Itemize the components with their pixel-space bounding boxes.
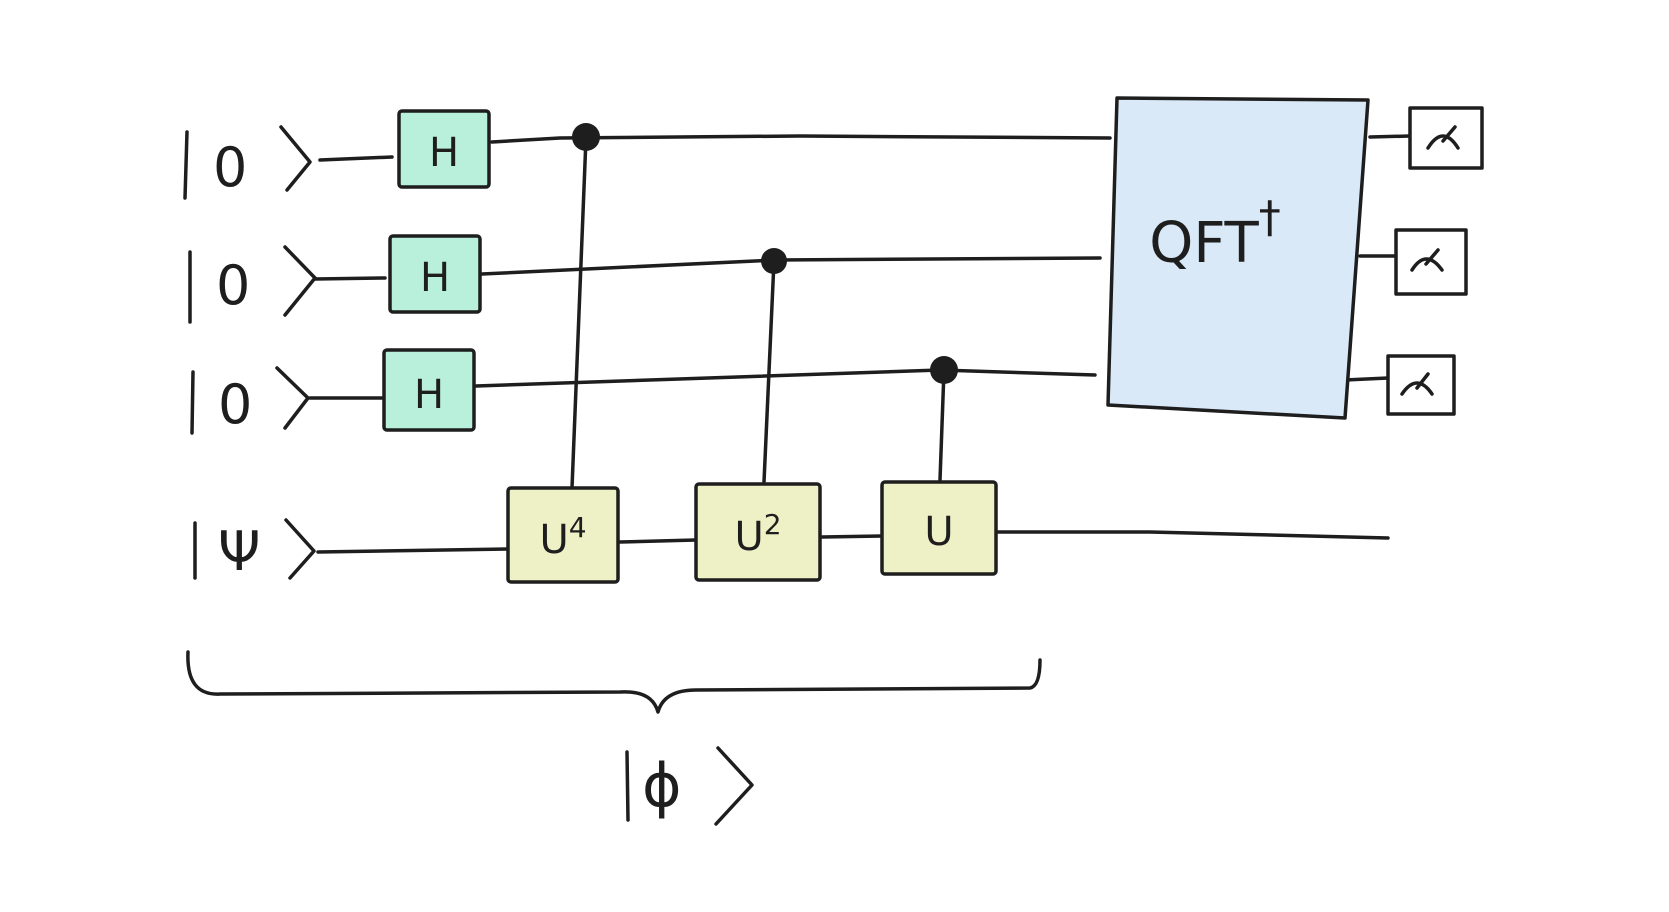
gate-label: U4	[539, 511, 586, 563]
qubit-wire-1-input-segment	[318, 155, 394, 162]
gate-box	[880, 480, 998, 576]
target-wire-segment-a	[316, 547, 510, 554]
ket-symbol: 0	[218, 373, 252, 436]
gate-box	[382, 348, 476, 432]
control-connection-2	[761, 248, 787, 484]
input-ket-2: 0	[188, 245, 317, 324]
ket-angle	[284, 518, 316, 580]
qft-dagger: †	[1259, 192, 1281, 243]
gate-box	[397, 109, 491, 189]
meter-icon	[1426, 125, 1460, 150]
qft-box	[1106, 96, 1370, 420]
gate-base: U	[924, 509, 953, 555]
input-ket-4: Ψ	[193, 518, 316, 583]
control-dot	[761, 248, 787, 274]
control-line	[762, 259, 776, 484]
ket-angle	[714, 746, 754, 826]
control-dot	[930, 356, 958, 384]
brace	[186, 650, 1042, 714]
gate-base: U	[734, 514, 763, 560]
gate-box	[694, 482, 822, 582]
gate-box	[506, 486, 620, 584]
controlled-unitary-gate-3: U	[880, 480, 998, 576]
inverse-qft-block: QFT†	[1106, 96, 1370, 420]
input-ket-1: 0	[183, 125, 312, 200]
meter-icon	[1410, 248, 1444, 272]
gate-label: H	[414, 372, 444, 418]
phi-state-label: ϕ	[625, 746, 754, 826]
hadamard-gate-1: H	[397, 109, 491, 189]
measurement-2	[1394, 228, 1468, 296]
controlled-unitary-gate-1: U4	[506, 486, 620, 584]
gate-label: H	[420, 255, 450, 301]
ket-symbol: 0	[213, 136, 247, 199]
control-line	[570, 136, 588, 490]
ket-angle	[275, 366, 310, 430]
hadamard-gate-2: H	[388, 234, 482, 314]
control-dot	[572, 123, 600, 151]
qubit-wire-1	[490, 134, 1112, 144]
register-brace	[186, 650, 1042, 714]
measurement-3	[1386, 354, 1456, 416]
gate-power: 2	[764, 508, 782, 541]
target-wire-segment-c	[820, 534, 884, 539]
qubit-wire-3-output-segment	[1343, 376, 1390, 382]
qubit-wire-2	[480, 256, 1102, 276]
measurement-1	[1408, 106, 1484, 170]
gate-label: U	[924, 509, 953, 555]
gate-box	[388, 234, 482, 314]
gate-label: U2	[734, 508, 781, 560]
ket-symbol: 0	[216, 254, 250, 317]
meter-box	[1394, 228, 1468, 296]
hadamard-gate-3: H	[382, 348, 476, 432]
qft-label: QFT†	[1149, 192, 1281, 276]
controlled-unitary-gate-2: U2	[694, 482, 822, 582]
control-connection-3	[930, 356, 958, 482]
control-connection-1	[570, 123, 600, 490]
ket-angle	[279, 125, 312, 192]
target-wire-segment-b	[618, 538, 698, 544]
gate-label: H	[429, 130, 459, 176]
ket-angle	[283, 245, 317, 317]
qft-name: QFT	[1149, 211, 1259, 276]
target-wire-segment-d	[996, 530, 1390, 540]
gate-base: U	[539, 517, 568, 563]
qubit-wire-2-input-segment	[313, 276, 387, 281]
ket-symbol: ϕ	[642, 751, 682, 821]
input-ket-3: 0	[190, 366, 310, 436]
ket-symbol: Ψ	[218, 520, 261, 583]
gate-power: 4	[569, 511, 587, 544]
qubit-wire-1-output-segment	[1368, 134, 1412, 139]
qubit-wire-3	[474, 368, 1097, 388]
control-line	[938, 368, 946, 482]
meter-icon	[1400, 372, 1434, 396]
